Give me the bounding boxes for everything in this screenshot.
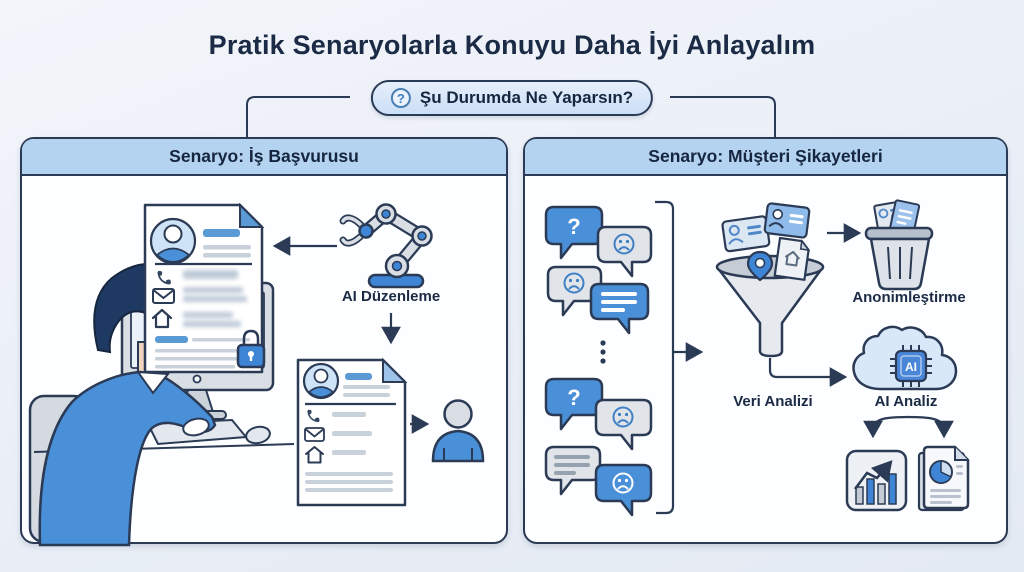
ai-analysis-label: AI Analiz (874, 393, 938, 410)
question-circle-icon: ? (390, 88, 411, 108)
question-pill: ? Şu Durumda Ne Yaparsın? (370, 80, 654, 116)
panel-job-application-header: Senaryo: İş Başvurusu (22, 139, 506, 176)
question-pill-label: Şu Durumda Ne Yaparsın? (419, 88, 634, 107)
panel-job-application: Senaryo: İş Başvurusu (20, 137, 508, 544)
connector-left (246, 96, 350, 137)
data-analysis-label: Veri Analizi (733, 393, 813, 410)
ai-edit-label: AI Düzenleme (341, 288, 441, 305)
page-title: Pratik Senaryolarla Konuyu Daha İyi Anla… (208, 30, 816, 60)
anonymization-label: Anonimleştirme (852, 289, 966, 306)
panel-customer-complaints: Senaryo: Müşteri Şikayetleri (523, 137, 1008, 544)
panel-customer-complaints-header: Senaryo: Müşteri Şikayetleri (525, 139, 1006, 176)
connector-right (670, 96, 776, 137)
